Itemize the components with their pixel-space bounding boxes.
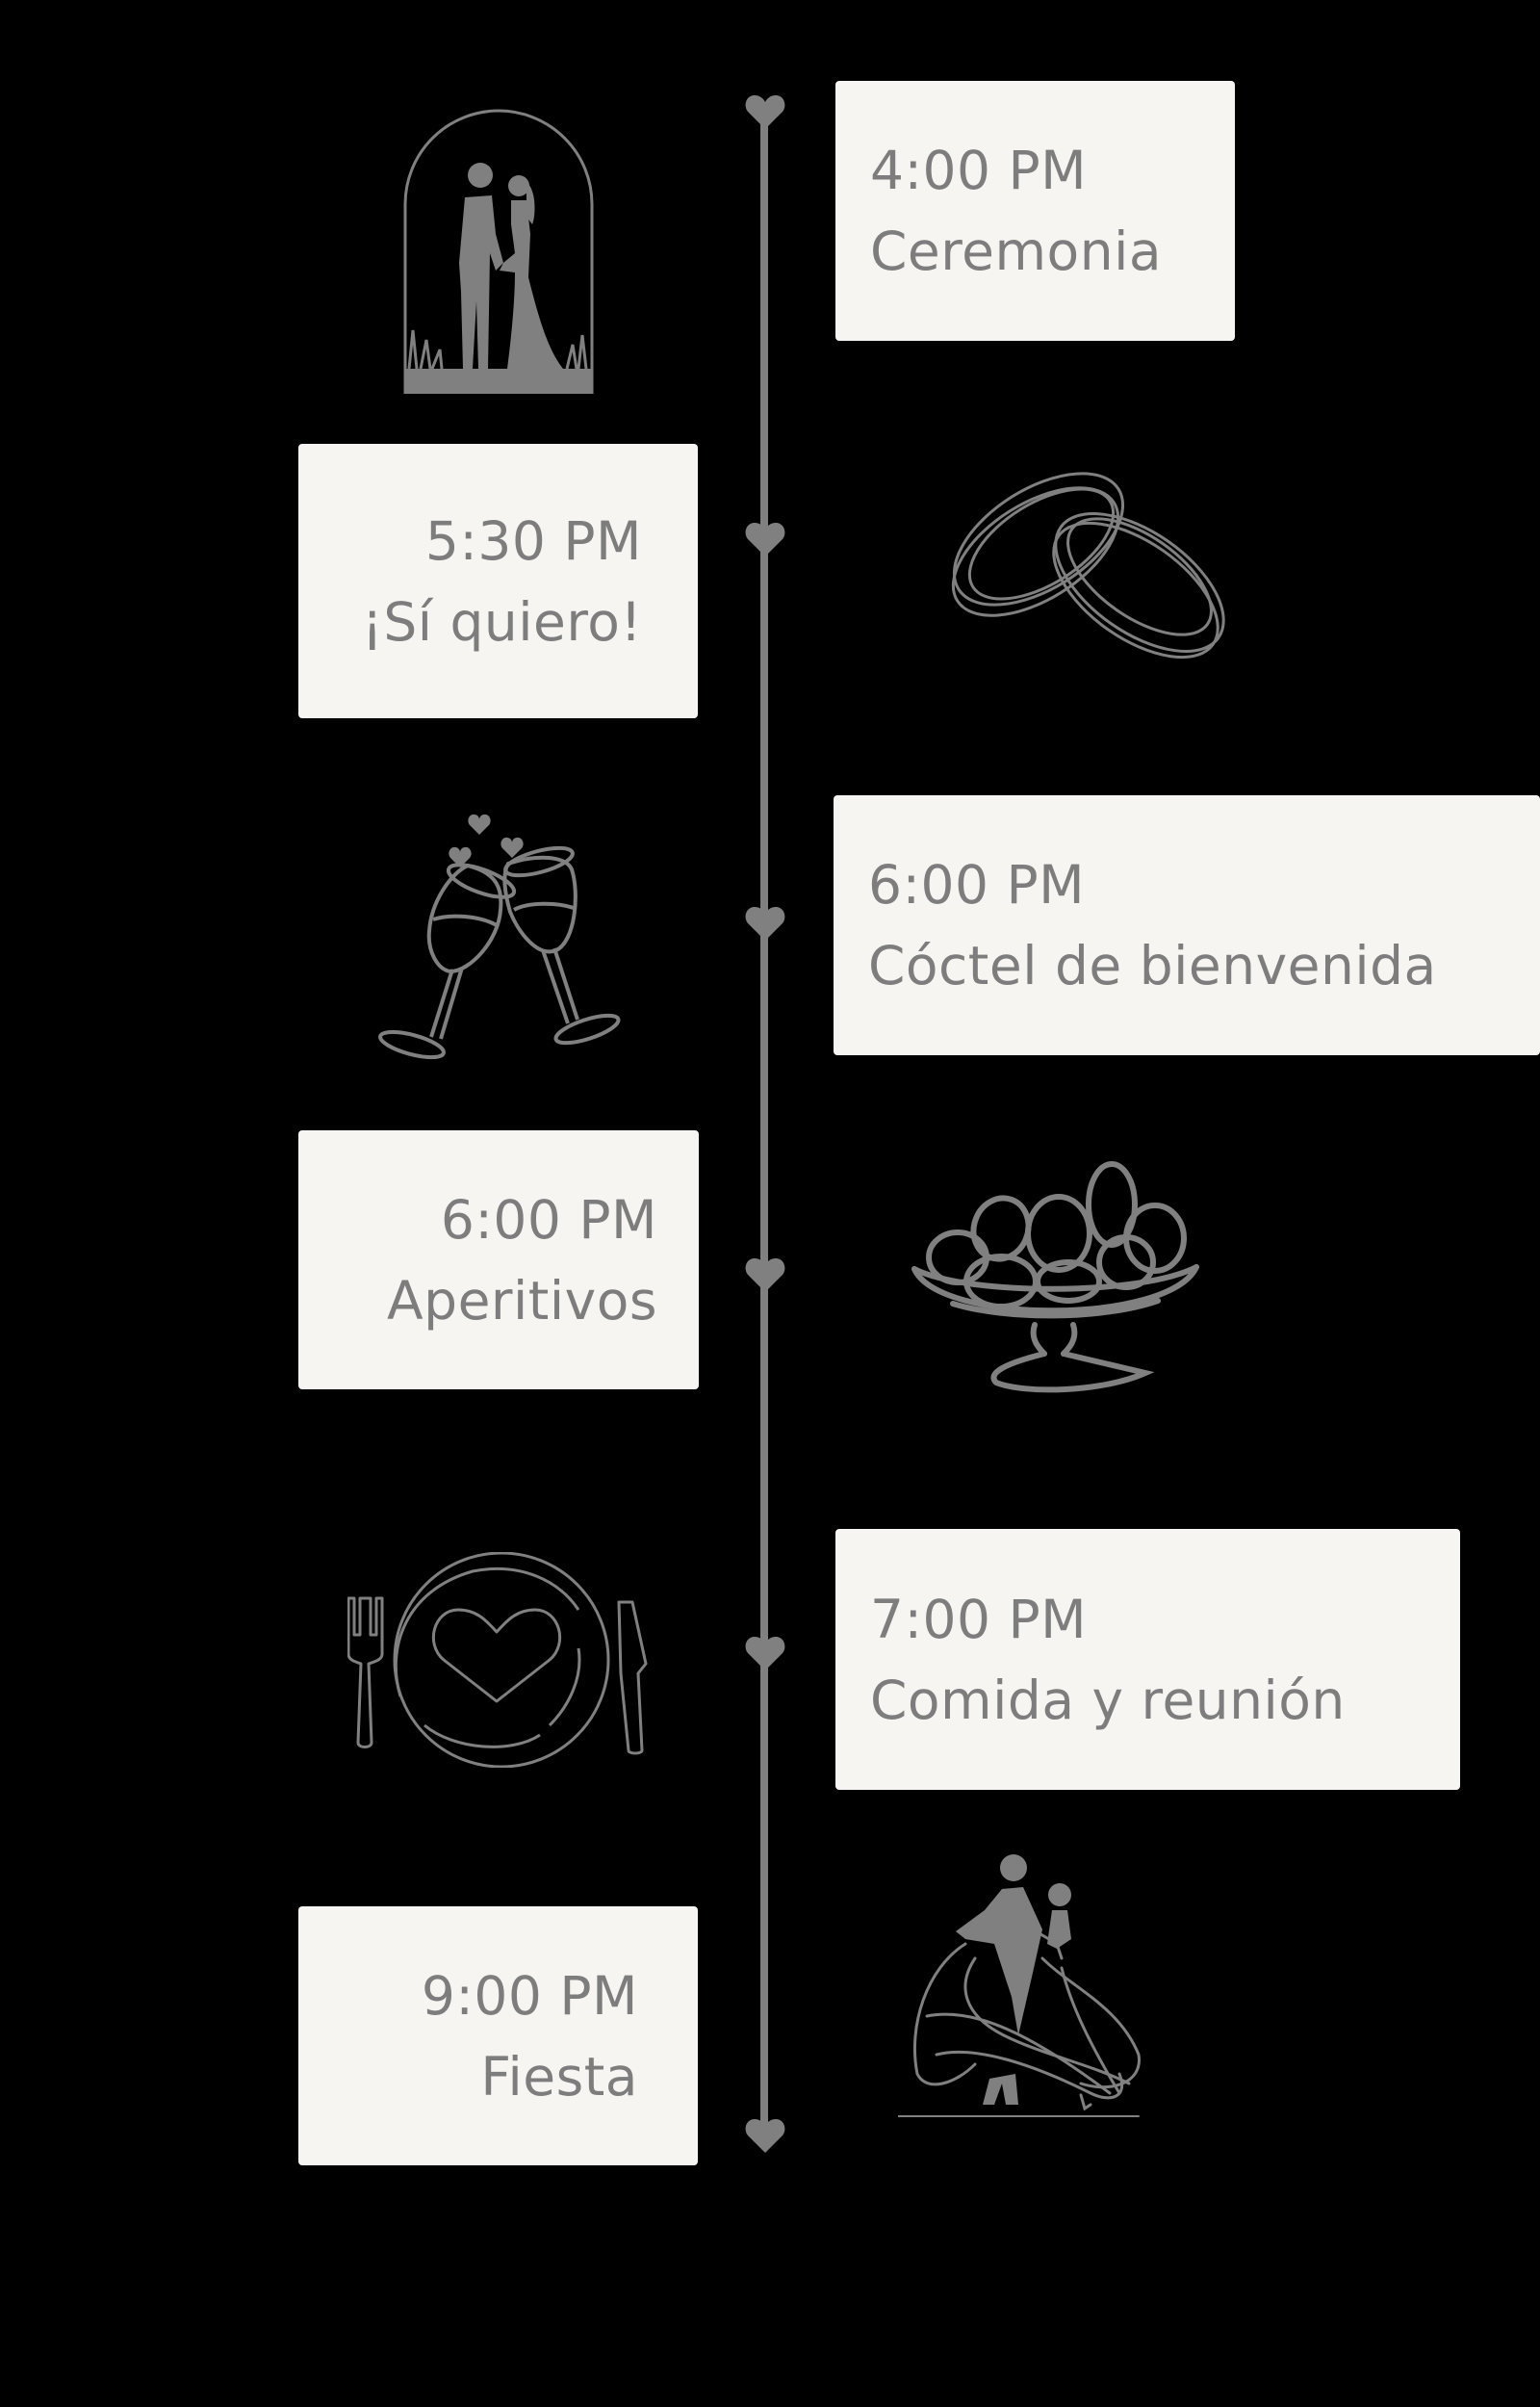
dancing-couple-icon: [898, 1852, 1148, 2118]
heart-icon: [745, 521, 785, 557]
event-label: Cóctel de bienvenida: [868, 935, 1437, 996]
event-label: Aperitivos: [387, 1269, 657, 1332]
event-card-comida: 7:00 PM Comida y reunión: [835, 1529, 1460, 1790]
event-card-coctel: 6:00 PM Cóctel de bienvenida: [834, 795, 1540, 1055]
event-label: Ceremonia: [870, 220, 1163, 282]
heart-icon: [745, 1256, 785, 1293]
toasting-glasses-icon: [373, 806, 626, 1079]
event-time: 6:00 PM: [868, 854, 1086, 916]
timeline-line: [760, 106, 768, 2128]
event-time: 4:00 PM: [870, 140, 1088, 201]
event-time: 6:00 PM: [440, 1188, 657, 1251]
plate-cutlery-icon: [347, 1552, 648, 1768]
event-card-ceremonia: 4:00 PM Ceremonia: [835, 81, 1235, 341]
event-label: Fiesta: [480, 2045, 638, 2108]
event-time: 5:30 PM: [424, 509, 642, 572]
event-card-si-quiero: 5:30 PM ¡Sí quiero!: [298, 444, 698, 718]
heart-icon: [745, 905, 785, 942]
heart-icon: [745, 1635, 785, 1671]
event-label: ¡Sí quiero!: [361, 590, 642, 653]
event-time: 7:00 PM: [870, 1588, 1088, 1650]
event-label: Comida y reunión: [870, 1669, 1346, 1731]
event-time: 9:00 PM: [421, 1964, 638, 2027]
wedding-rings-icon: [947, 448, 1234, 677]
couple-arch-icon: [403, 109, 594, 394]
heart-icon: [745, 2117, 785, 2154]
heart-icon: [745, 93, 785, 130]
fruit-bowl-icon: [910, 1161, 1202, 1396]
event-card-aperitivos: 6:00 PM Aperitivos: [298, 1130, 699, 1389]
event-card-fiesta: 9:00 PM Fiesta: [298, 1906, 698, 2165]
